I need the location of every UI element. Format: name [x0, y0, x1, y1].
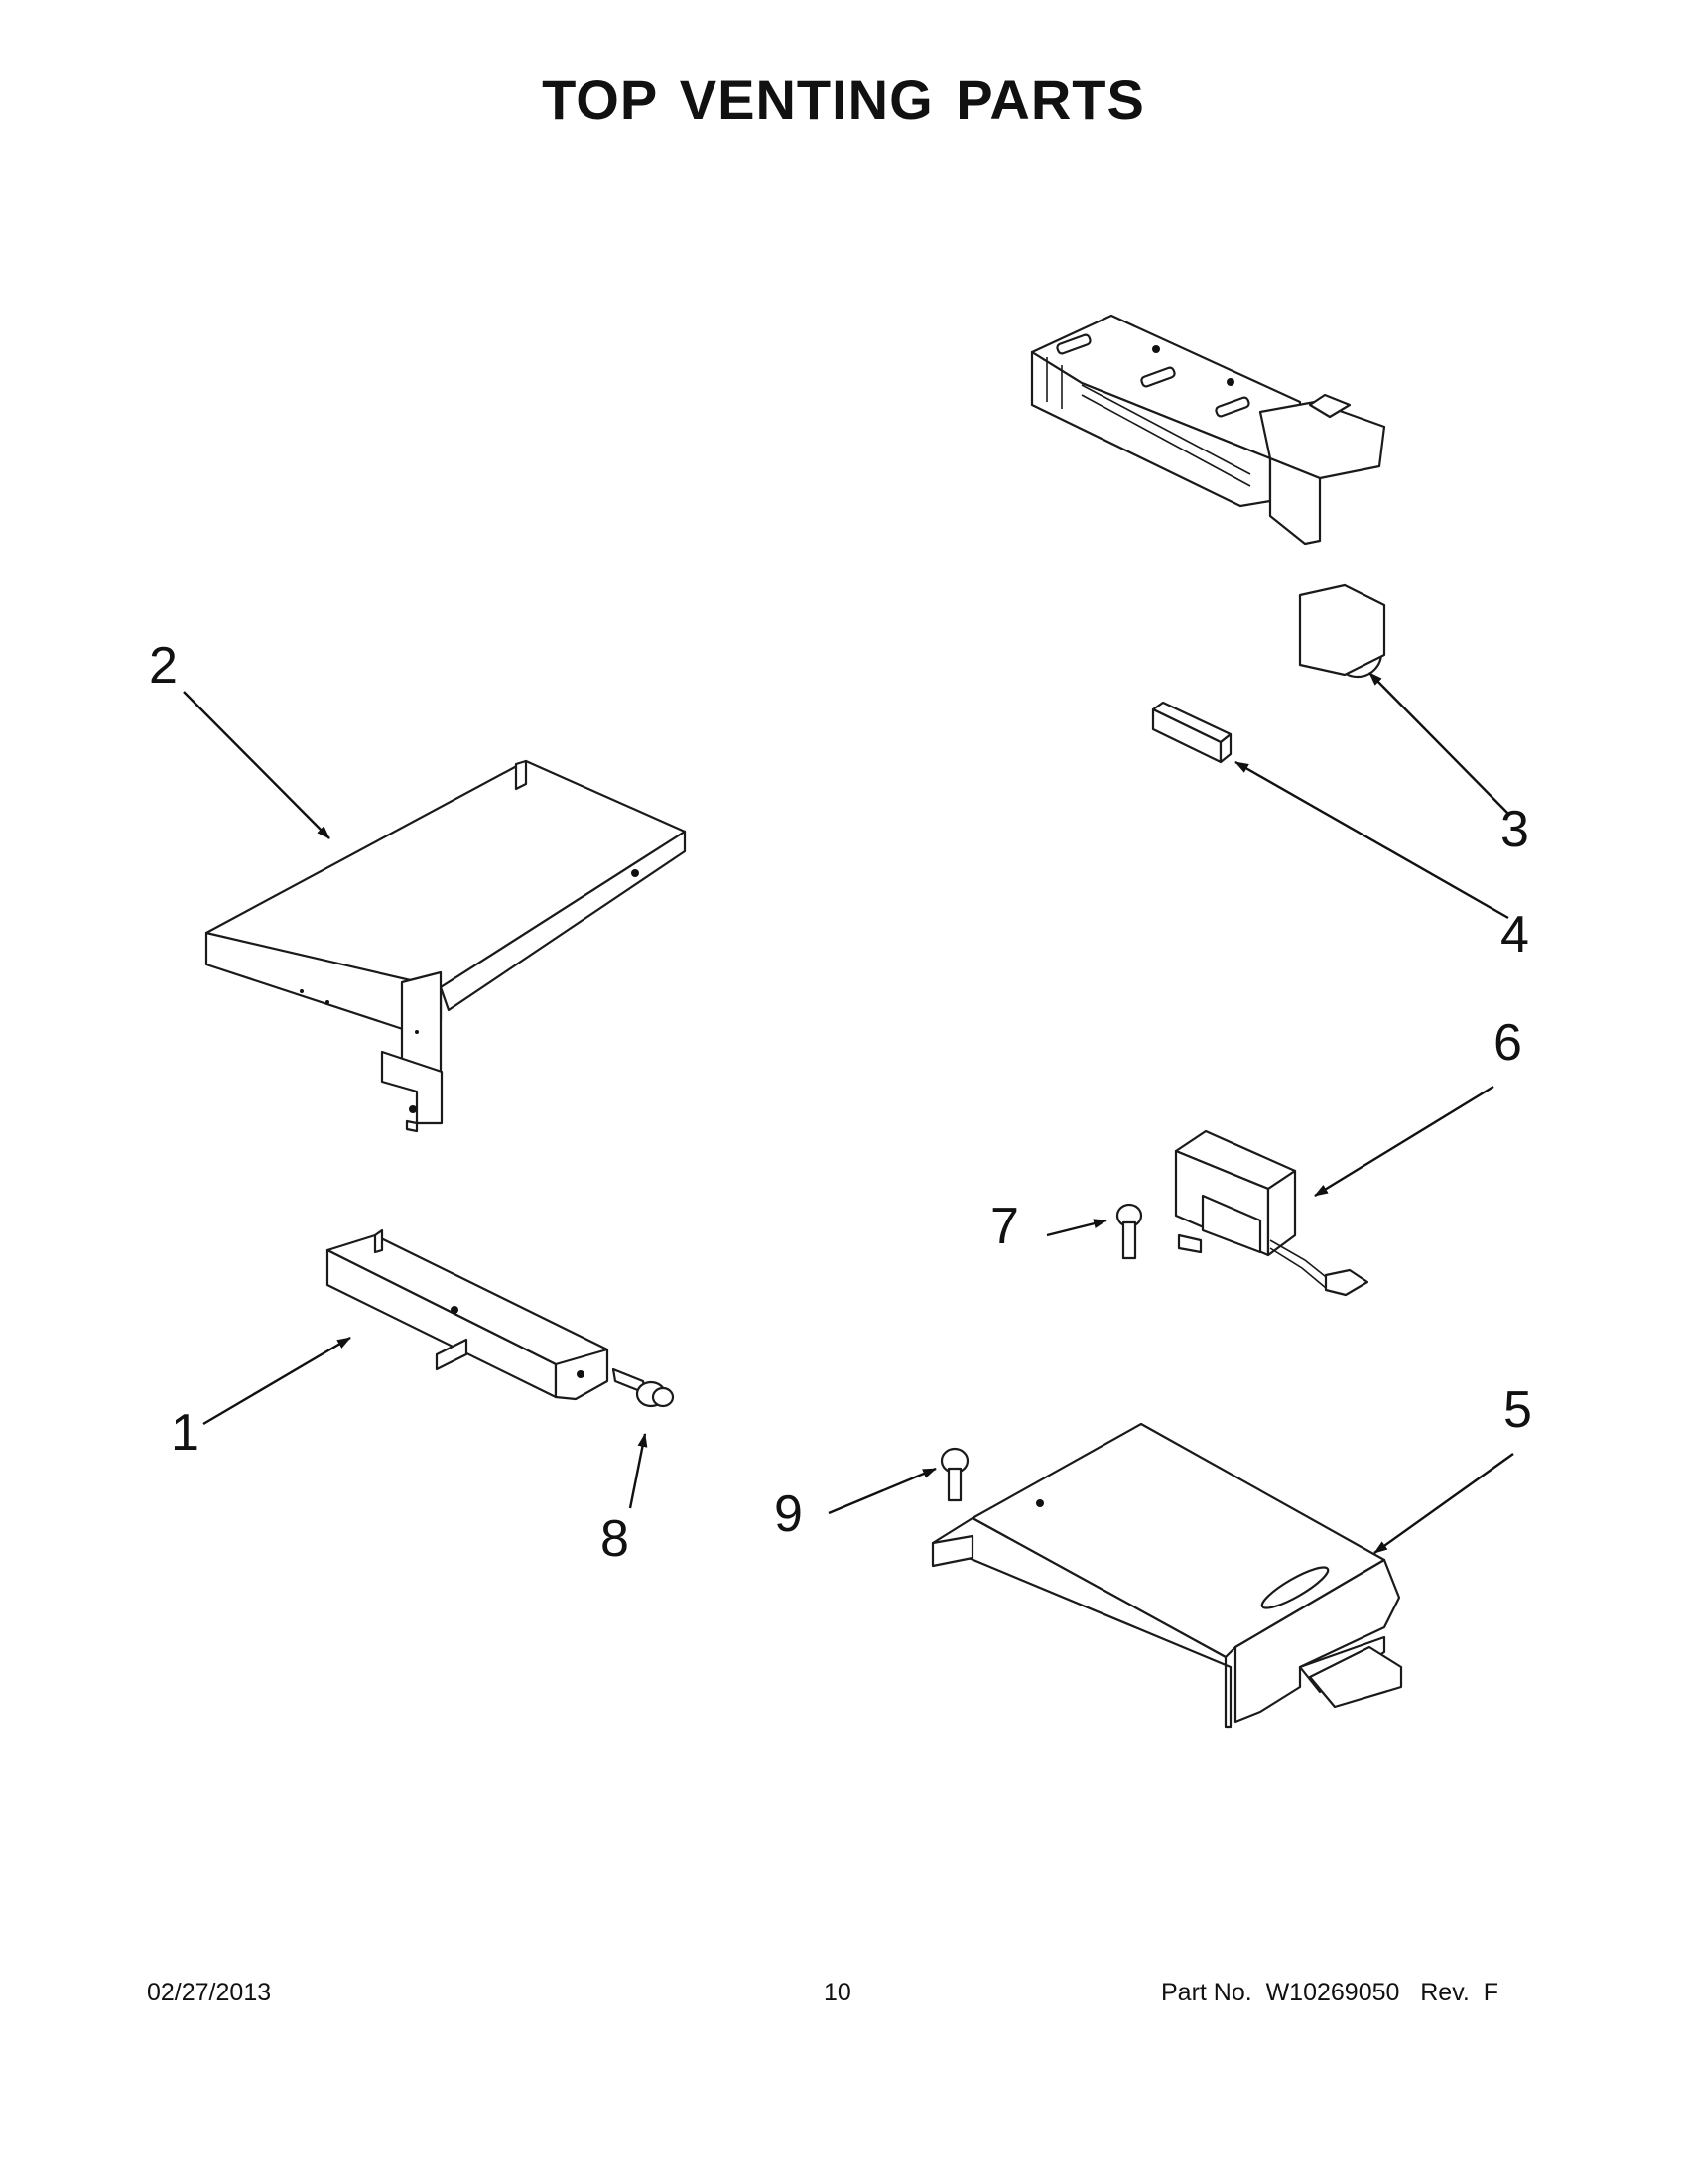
- part-8-screw[interactable]: [611, 1367, 675, 1408]
- callout-7: 7: [990, 1198, 1019, 1255]
- callout-4: 4: [1500, 906, 1529, 964]
- footer-part-number: Part No. W10269050 Rev. F: [1161, 1979, 1498, 2006]
- callout-9: 9: [774, 1485, 803, 1543]
- part-5-transformer-cover[interactable]: [931, 1422, 1403, 1729]
- part-3-blower-motor-assembly[interactable]: [1030, 314, 1386, 679]
- page-title: TOP VENTING PARTS: [542, 68, 1145, 131]
- callout-1: 1: [171, 1404, 199, 1462]
- part-1-bracket[interactable]: [325, 1228, 609, 1401]
- part-4-foam-block[interactable]: [1151, 701, 1233, 764]
- leader-arrows: [183, 672, 1514, 1554]
- part-6-transformer[interactable]: [1174, 1129, 1369, 1297]
- part-2-vent-duct[interactable]: [204, 759, 687, 1133]
- callout-3: 3: [1500, 801, 1529, 858]
- part-9-screw[interactable]: [940, 1447, 970, 1502]
- callout-5: 5: [1503, 1381, 1532, 1439]
- callout-2: 2: [149, 637, 178, 695]
- footer-date: 02/27/2013: [147, 1979, 272, 2006]
- part-7-screw[interactable]: [1115, 1203, 1143, 1260]
- callout-8: 8: [600, 1510, 629, 1568]
- footer-page-number: 10: [824, 1979, 851, 2006]
- callout-6: 6: [1493, 1014, 1522, 1072]
